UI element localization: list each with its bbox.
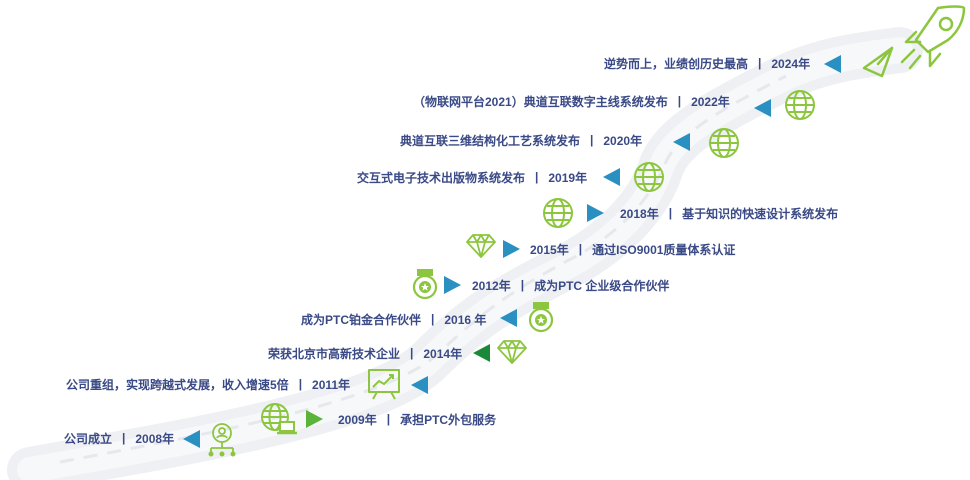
milestone-year: 2009年 (338, 412, 377, 427)
globe-icon (785, 90, 815, 120)
globe-icon (709, 128, 739, 158)
arrow-left-icon (183, 430, 200, 448)
milestone-text: 承担PTC外包服务 (400, 412, 497, 427)
milestone-text: 公司成立 (64, 431, 113, 446)
milestone-text: 通过ISO9001质量体系认证 (592, 242, 736, 257)
arrow-right-icon (503, 240, 520, 258)
milestone-year: 2019年 (548, 170, 588, 185)
arrow-right-icon (306, 410, 323, 428)
globe-icon (543, 198, 573, 228)
arrow-left-icon (824, 55, 841, 73)
separator: | (122, 431, 126, 445)
milestone-year: 2012年 (472, 278, 511, 293)
milestone-text: 典道互联三维结构化工艺系统发布 (400, 133, 581, 148)
arrow-left-icon (473, 344, 490, 362)
milestone-year: 2015年 (530, 242, 569, 257)
milestone-text: 逆势而上，业绩创历史最高 (604, 56, 749, 71)
milestone-year: 2011年 (312, 377, 351, 392)
milestone-2016: 成为PTC铂金合作伙伴 | 2016 年 (301, 308, 486, 330)
milestone-2024: 逆势而上，业绩创历史最高 | 2024年 (604, 52, 810, 74)
separator: | (386, 412, 391, 426)
milestone-2008: 公司成立 | 2008年 (64, 427, 174, 449)
milestone-2009: 2009年 | 承担PTC外包服务 (338, 408, 496, 430)
milestone-text: （物联网平台2021）典道互联数字主线系统发布 (413, 94, 668, 109)
arrow-left-icon (754, 99, 771, 117)
arrow-left-icon (500, 309, 517, 327)
milestone-2019: 交互式电子技术出版物系统发布 | 2019年 (357, 166, 587, 188)
milestone-2022: （物联网平台2021）典道互联数字主线系统发布 | 2022年 (413, 90, 730, 112)
milestone-2011: 公司重组，实现跨越式发展，收入增速5倍 | 2011年 (66, 373, 350, 395)
milestone-text: 成为PTC铂金合作伙伴 (301, 312, 422, 327)
milestone-year: 2022年 (691, 94, 730, 109)
milestone-2020: 典道互联三维结构化工艺系统发布 | 2020年 (400, 129, 642, 151)
milestone-text: 荣获北京市高新技术企业 (268, 346, 401, 361)
separator: | (410, 346, 414, 360)
milestone-2014: 荣获北京市高新技术企业 | 2014年 (268, 342, 462, 364)
arrow-right-icon (444, 276, 461, 294)
milestone-year: 2016 年 (444, 312, 487, 327)
milestone-2012: 2012年 | 成为PTC 企业级合作伙伴 (472, 274, 669, 296)
milestone-2015: 2015年 | 通过ISO9001质量体系认证 (530, 238, 735, 260)
rocket-icon (862, 5, 966, 78)
milestone-year: 2024年 (771, 56, 811, 71)
org-icon (208, 423, 236, 457)
milestone-year: 2014年 (423, 346, 463, 361)
globe-icon (634, 162, 664, 192)
chart-board-icon (368, 369, 400, 400)
medal-icon (412, 269, 438, 300)
separator: | (520, 278, 525, 292)
arrow-left-icon (603, 168, 620, 186)
diamond-icon (497, 340, 527, 364)
separator: | (578, 242, 583, 256)
diamond-icon (466, 234, 496, 258)
medal-icon (528, 302, 554, 333)
milestone-2018: 2018年 | 基于知识的快速设计系统发布 (620, 202, 838, 224)
arrow-right-icon (587, 204, 604, 222)
milestone-text: 成为PTC 企业级合作伙伴 (534, 278, 670, 293)
separator: | (758, 56, 762, 70)
globe-laptop-icon (261, 403, 297, 435)
arrow-left-icon (673, 133, 690, 151)
separator: | (431, 312, 435, 326)
arrow-left-icon (411, 376, 428, 394)
separator: | (677, 94, 682, 108)
milestone-text: 交互式电子技术出版物系统发布 (357, 170, 526, 185)
milestone-year: 2008年 (135, 431, 175, 446)
separator: | (668, 206, 673, 220)
separator: | (535, 170, 539, 184)
milestone-year: 2018年 (620, 206, 659, 221)
separator: | (590, 133, 594, 147)
milestone-text: 公司重组，实现跨越式发展，收入增速5倍 (66, 377, 289, 392)
separator: | (298, 377, 303, 391)
milestone-year: 2020年 (603, 133, 643, 148)
milestone-text: 基于知识的快速设计系统发布 (682, 206, 839, 221)
